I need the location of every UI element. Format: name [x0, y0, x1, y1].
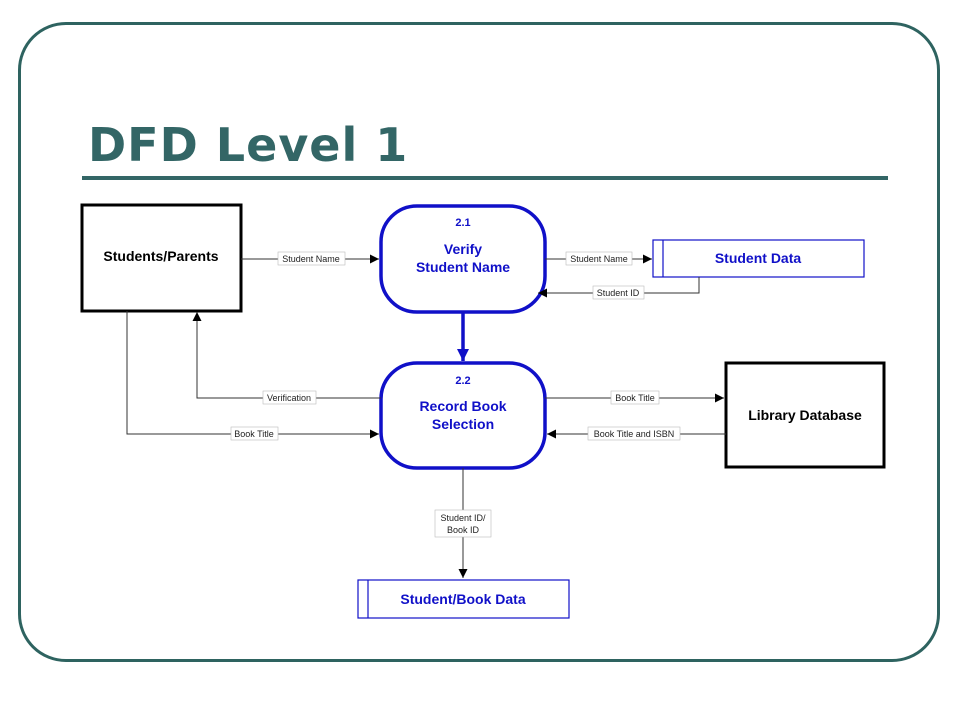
flow-book-title-out: Book Title [545, 390, 724, 405]
process-verify-line1: Verify [444, 241, 482, 257]
process-verify-line2: Student Name [416, 259, 510, 275]
process-verify-number: 2.1 [455, 217, 470, 229]
flow-book-title-in: Book Title [126, 311, 379, 441]
store-student-book-data[interactable]: Student/Book Data [357, 579, 570, 619]
flow-student-book-id-line1: Student ID/ [440, 513, 486, 523]
flow-student-name-out-label: Student Name [570, 254, 628, 264]
entity-library-database-label: Library Database [748, 407, 862, 423]
slide-frame [18, 22, 940, 662]
flow-book-title-isbn-label: Book Title and ISBN [594, 429, 675, 439]
slide-title: DFD Level 1 [88, 118, 409, 172]
flow-student-name-in-label: Student Name [282, 254, 340, 264]
store-student-data[interactable]: Student Data [652, 239, 865, 278]
entity-students-parents-label: Students/Parents [103, 248, 218, 264]
entity-students-parents[interactable]: Students/Parents [80, 203, 243, 313]
process-record-number: 2.2 [455, 375, 470, 387]
store-student-data-label: Student Data [715, 250, 802, 266]
flow-book-title-isbn: Book Title and ISBN [547, 426, 726, 441]
process-record-line1: Record Book [419, 398, 506, 414]
title-divider [82, 176, 888, 180]
process-record-book-selection[interactable]: 2.2 Record Book Selection [379, 361, 547, 470]
flow-student-id: Student ID [538, 277, 700, 300]
flow-student-book-id: Student ID/ Book ID [434, 468, 492, 578]
flow-book-title-out-label: Book Title [615, 393, 655, 403]
entity-library-database[interactable]: Library Database [724, 361, 886, 469]
flow-book-title-in-label: Book Title [234, 429, 274, 439]
flow-student-name-in: Student Name [241, 251, 379, 266]
store-student-book-data-label: Student/Book Data [400, 591, 525, 607]
flow-verification-label: Verification [267, 393, 311, 403]
process-record-line2: Selection [432, 416, 494, 432]
flow-verification: Verification [192, 312, 381, 405]
process-verify-student-name[interactable]: 2.1 Verify Student Name [379, 204, 547, 314]
flow-student-book-id-line2: Book ID [447, 525, 480, 535]
flow-student-name-out: Student Name [545, 251, 652, 266]
flow-student-id-label: Student ID [597, 288, 640, 298]
